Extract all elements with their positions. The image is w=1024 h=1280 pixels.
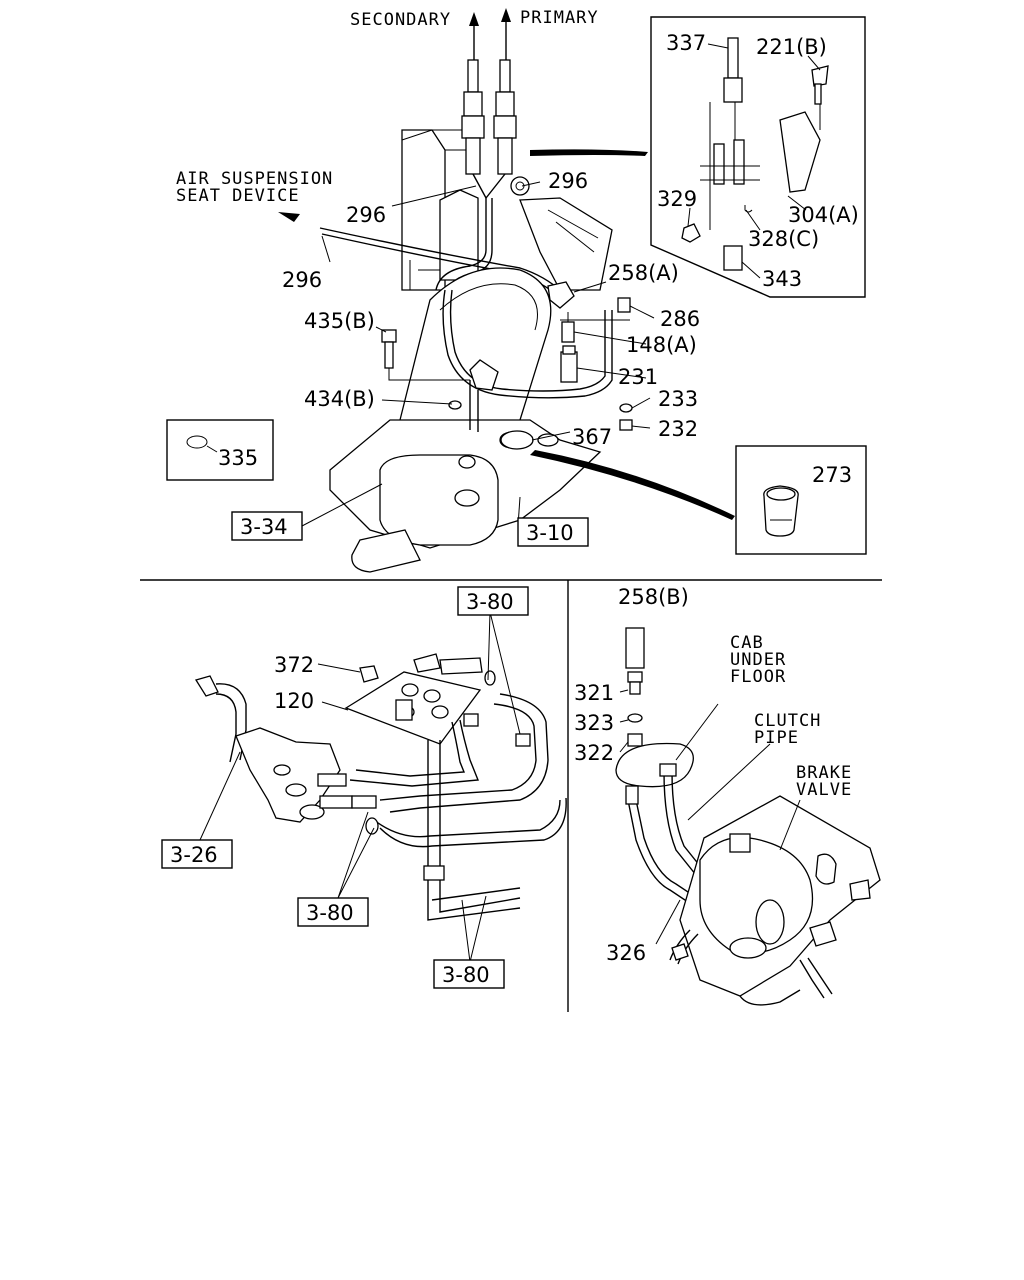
callout-323: 323 — [574, 711, 614, 735]
callout-326: 326 — [606, 941, 646, 965]
ref-box-3-10 — [517, 517, 589, 547]
brake-valve-label-2: VALVE — [796, 780, 852, 800]
leader-lines-bottom-right — [619, 689, 801, 945]
floor-grommet-plate — [615, 742, 694, 788]
leader-lines-bottom-left — [199, 611, 521, 963]
fitting-258a — [547, 281, 575, 309]
leader-lines-top — [301, 43, 821, 527]
primary-arrow — [501, 8, 511, 62]
grommet-367 — [500, 430, 534, 450]
callout-273: 273 — [812, 463, 852, 487]
inset-box-bracket — [650, 16, 866, 298]
callout-221b: 221(B) — [756, 35, 827, 59]
fitting-286 — [617, 297, 631, 313]
ref-box-335 — [166, 419, 274, 481]
callout-434b: 434(B) — [304, 387, 375, 411]
grommet-273 — [763, 485, 799, 537]
ref-3-10: 3-10 — [526, 521, 574, 545]
pipe-network — [349, 693, 567, 921]
callout-335: 335 — [218, 446, 258, 470]
brake-valve-label-1: BRAKE — [796, 763, 852, 783]
ref-3-80-bottom: 3-80 — [442, 963, 490, 987]
valve-block-assembly — [344, 653, 496, 745]
ref-box-3-26 — [161, 839, 233, 869]
nut-232 — [619, 419, 633, 431]
clutch-pipe-label-1: CLUTCH — [754, 711, 821, 731]
air-suspension-label-1: AIR SUSPENSION — [176, 169, 333, 189]
callout-322: 322 — [574, 741, 614, 765]
air-hose-loop — [442, 289, 613, 432]
callout-304a: 304(A) — [788, 203, 859, 227]
callout-343: 343 — [762, 267, 802, 291]
ref-3-80-top: 3-80 — [466, 590, 514, 614]
primary-secondary-connectors — [435, 59, 530, 297]
callout-296-b: 296 — [346, 203, 386, 227]
washer-434b — [448, 400, 462, 410]
cab-label-2: UNDER — [730, 650, 786, 670]
callout-258b: 258(B) — [618, 585, 689, 609]
callout-296-c: 296 — [282, 268, 322, 292]
ref-3-26: 3-26 — [170, 843, 218, 867]
inset-pointer-arrow — [530, 149, 648, 156]
callout-329: 329 — [657, 187, 697, 211]
callout-435b: 435(B) — [304, 309, 375, 333]
ref-box-3-80-mid — [297, 897, 369, 927]
clutch-pipe-label-2: PIPE — [754, 728, 799, 748]
o-ring-icon — [186, 435, 208, 449]
callout-321: 321 — [574, 681, 614, 705]
secondary-arrow — [469, 12, 479, 62]
bolt-435b — [381, 329, 470, 381]
ref-box-3-34 — [231, 511, 303, 541]
ref-3-80-mid: 3-80 — [306, 901, 354, 925]
callout-120: 120 — [274, 689, 314, 713]
brake-valve-body — [669, 795, 881, 1006]
callout-286: 286 — [660, 307, 700, 331]
clutch-pipe-lines — [625, 763, 727, 931]
callout-232: 232 — [658, 417, 698, 441]
primary-label: PRIMARY — [520, 8, 599, 28]
fitting-148a — [560, 312, 630, 343]
washer-233 — [619, 403, 633, 413]
cab-label-3: FLOOR — [730, 667, 786, 687]
air-suspension-label-2: SEAT DEVICE — [176, 186, 300, 206]
callout-233: 233 — [658, 387, 698, 411]
callout-367: 367 — [572, 425, 612, 449]
cab-panel-block — [401, 129, 479, 291]
nut-372 — [359, 665, 379, 683]
callout-148a: 148(A) — [626, 333, 697, 357]
callout-372: 372 — [274, 653, 314, 677]
inset-pointer-arrow-273 — [530, 450, 735, 520]
fitting-231 — [560, 345, 578, 383]
callout-258a: 258(A) — [608, 261, 679, 285]
callout-296-a: 296 — [548, 169, 588, 193]
ref-box-3-80-top — [457, 586, 529, 616]
ref-3-34: 3-34 — [240, 515, 288, 539]
callout-231: 231 — [618, 365, 658, 389]
callout-337: 337 — [666, 31, 706, 55]
ref-box-3-80-bottom — [433, 959, 505, 989]
ref-box-273 — [735, 445, 867, 555]
sensor-hose-3-26 — [194, 675, 377, 823]
secondary-label: SECONDARY — [350, 10, 451, 30]
cab-label-1: CAB — [730, 633, 764, 653]
fitting-stack-258b — [625, 627, 645, 747]
callout-328c: 328(C) — [748, 227, 819, 251]
